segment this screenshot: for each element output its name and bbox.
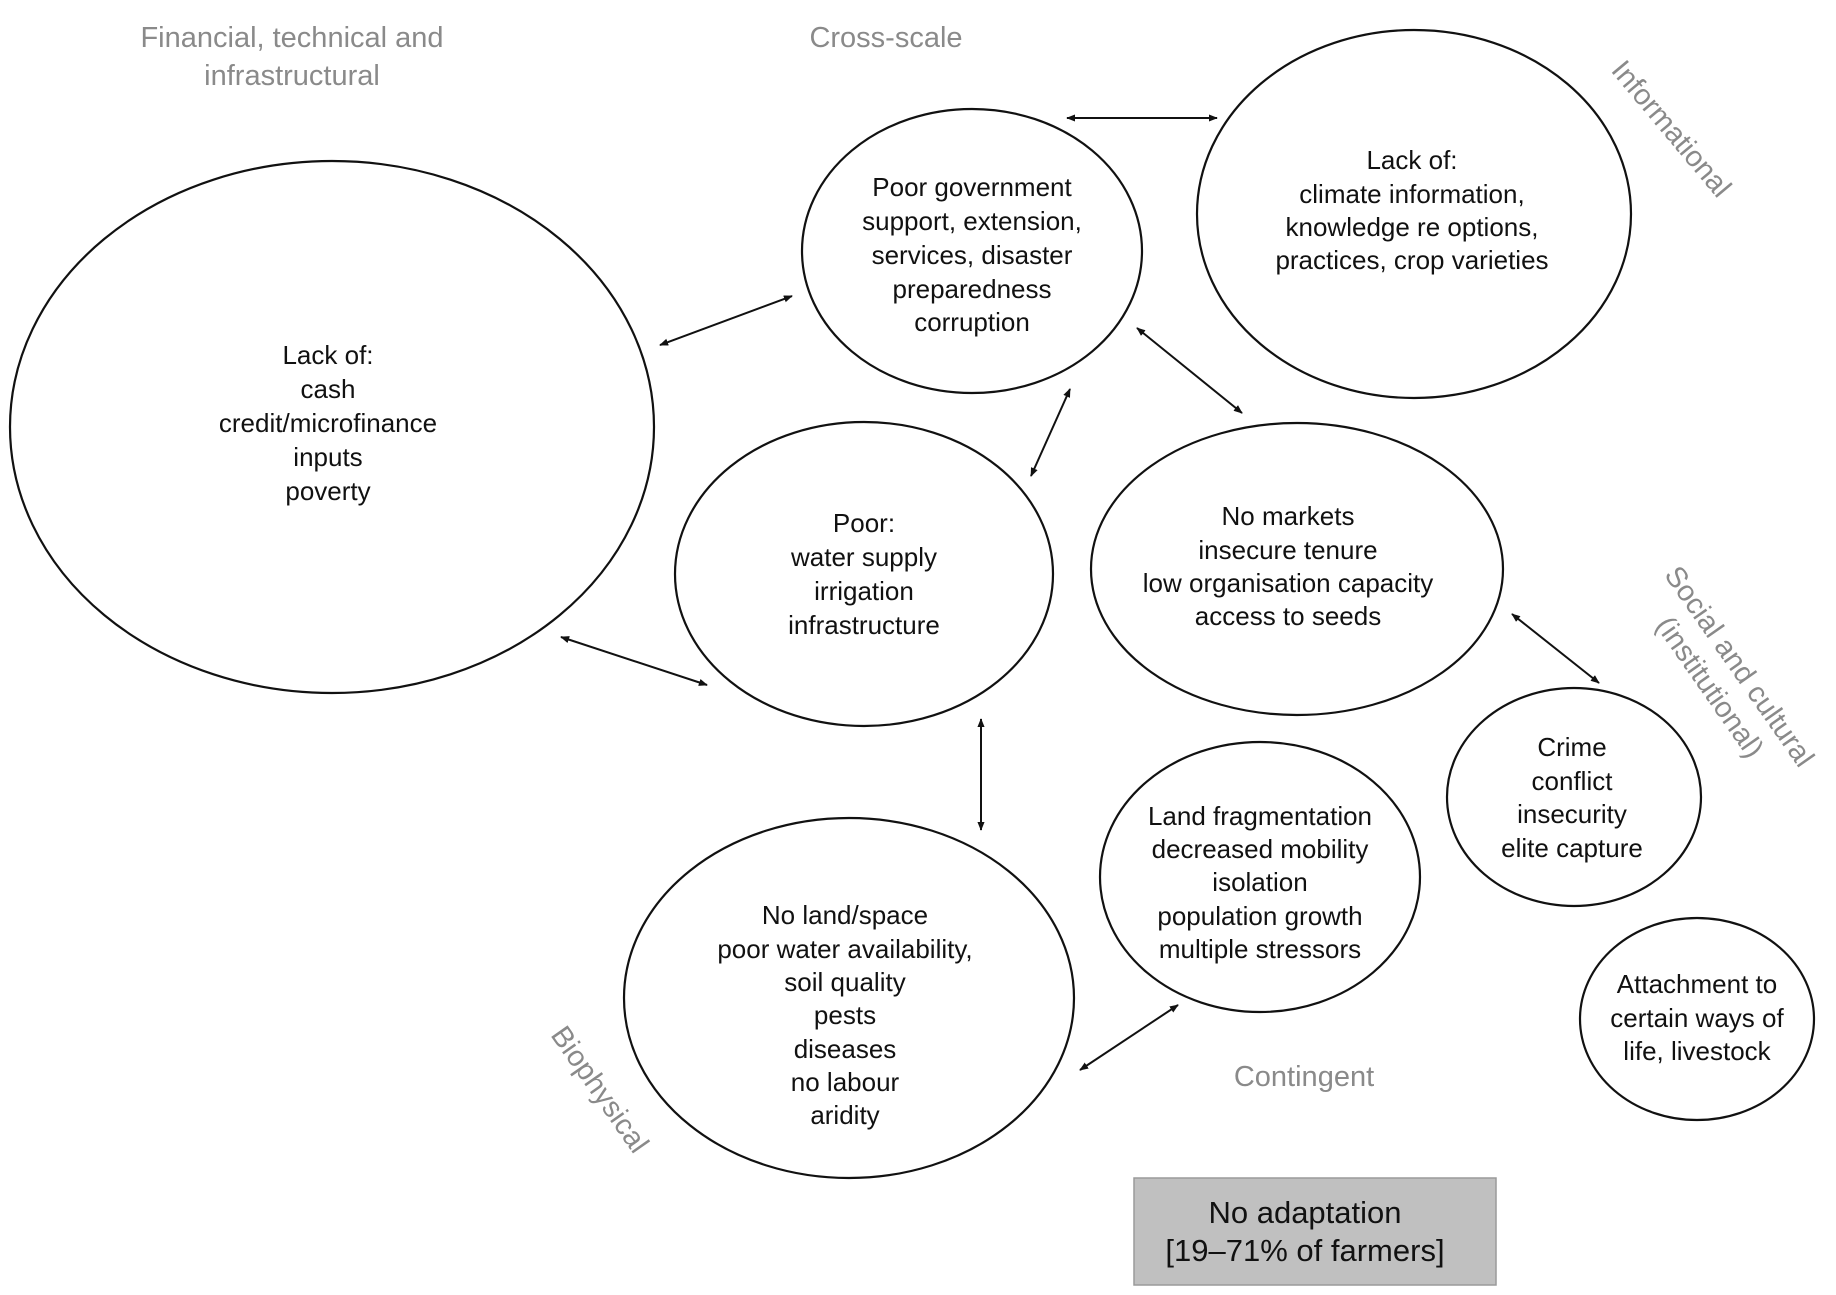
node-crime-line-2: conflict — [1532, 766, 1614, 796]
node-government-line-4: preparedness — [893, 274, 1052, 304]
outcome-line-1: No adaptation — [1208, 1195, 1401, 1230]
node-financial-line-2: cash — [301, 374, 356, 404]
node-land-fragmentation: Land fragmentation decreased mobility is… — [1098, 740, 1422, 1014]
connectors — [560, 114, 1600, 1071]
category-cross-scale-label: Cross-scale — [809, 22, 962, 54]
node-land-fragmentation-line-3: isolation — [1212, 867, 1307, 897]
node-information-shape — [1195, 28, 1633, 400]
node-government-line-1: Poor government — [872, 172, 1072, 202]
node-biophysical-line-1: No land/space — [762, 900, 928, 930]
node-financial-line-3: credit/microfinance — [219, 408, 437, 438]
node-attachment: Attachment to certain ways of life, live… — [1578, 916, 1816, 1122]
node-markets-line-1: No markets — [1222, 501, 1355, 531]
node-financial-shape — [8, 159, 656, 695]
node-markets-line-2: insecure tenure — [1198, 535, 1377, 565]
category-contingent-label: Contingent — [1234, 1061, 1374, 1093]
arrow-biophysical-land-fragmentation — [1079, 1004, 1179, 1071]
node-biophysical-line-5: diseases — [794, 1034, 897, 1064]
node-financial: Lack of: cash credit/microfinance inputs… — [8, 159, 656, 695]
outcome-box: No adaptation [19–71% of farmers] — [1133, 1177, 1497, 1286]
node-markets-line-4: access to seeds — [1195, 601, 1381, 631]
node-attachment-line-2: certain ways of — [1610, 1003, 1784, 1033]
node-water-line-1: Poor: — [833, 508, 895, 538]
node-land-fragmentation-line-5: multiple stressors — [1159, 934, 1361, 964]
node-markets-line-3: low organisation capacity — [1143, 568, 1434, 598]
arrow-financial-government — [659, 295, 793, 346]
node-government-shape — [800, 107, 1144, 395]
node-government-line-5: corruption — [914, 307, 1030, 337]
category-financial-line-1: Financial, technical and — [140, 22, 443, 54]
node-government: Poor government support, extension, serv… — [800, 107, 1144, 395]
node-markets-shape — [1089, 421, 1505, 717]
node-financial-line-4: inputs — [293, 442, 362, 472]
node-government-line-3: services, disaster — [872, 240, 1073, 270]
node-water-line-3: irrigation — [814, 576, 914, 606]
node-information-line-2: climate information, — [1299, 179, 1524, 209]
category-financial-line-2: infrastructural — [204, 60, 380, 92]
arrow-financial-water — [560, 636, 708, 686]
arrow-government-markets — [1136, 327, 1243, 414]
node-crime: Crime conflict insecurity elite capture — [1445, 686, 1703, 908]
node-information-line-4: practices, crop varieties — [1275, 245, 1548, 275]
node-water-shape — [673, 420, 1055, 728]
arrow-markets-crime — [1511, 613, 1600, 684]
node-attachment-line-1: Attachment to — [1617, 969, 1777, 999]
node-government-line-2: support, extension, — [862, 206, 1082, 236]
node-crime-line-3: insecurity — [1517, 799, 1627, 829]
node-crime-line-1: Crime — [1537, 732, 1606, 762]
node-crime-shape — [1445, 686, 1703, 908]
node-information: Lack of: climate information, knowledge … — [1195, 28, 1633, 400]
node-water-line-2: water supply — [790, 542, 937, 572]
node-attachment-shape — [1578, 916, 1816, 1122]
node-water: Poor: water supply irrigation infrastruc… — [673, 420, 1055, 728]
node-attachment-line-3: life, livestock — [1623, 1036, 1771, 1066]
node-financial-line-5: poverty — [285, 476, 370, 506]
node-information-line-1: Lack of: — [1366, 145, 1457, 175]
node-biophysical-line-7: aridity — [810, 1100, 879, 1130]
node-land-fragmentation-line-2: decreased mobility — [1152, 834, 1369, 864]
node-biophysical-shape — [622, 816, 1076, 1180]
node-biophysical: No land/space poor water availability, s… — [622, 816, 1076, 1180]
node-water-line-4: infrastructure — [788, 610, 940, 640]
node-financial-line-1: Lack of: — [282, 340, 373, 370]
node-biophysical-line-4: pests — [814, 1000, 876, 1030]
arrow-government-water — [1030, 388, 1071, 477]
node-land-fragmentation-shape — [1098, 740, 1422, 1014]
outcome-line-2: [19–71% of farmers] — [1165, 1233, 1444, 1268]
node-land-fragmentation-line-1: Land fragmentation — [1148, 801, 1372, 831]
node-crime-line-4: elite capture — [1501, 833, 1643, 863]
outcome-box-shape — [1133, 1177, 1497, 1286]
category-financial-label: Financial, technical and infrastructural — [140, 22, 443, 92]
node-biophysical-line-2: poor water availability, — [717, 934, 972, 964]
node-biophysical-line-3: soil quality — [784, 967, 905, 997]
node-information-line-3: knowledge re options, — [1286, 212, 1539, 242]
node-land-fragmentation-line-4: population growth — [1157, 901, 1362, 931]
node-markets: No markets insecure tenure low organisat… — [1089, 421, 1505, 717]
node-biophysical-line-6: no labour — [791, 1067, 900, 1097]
